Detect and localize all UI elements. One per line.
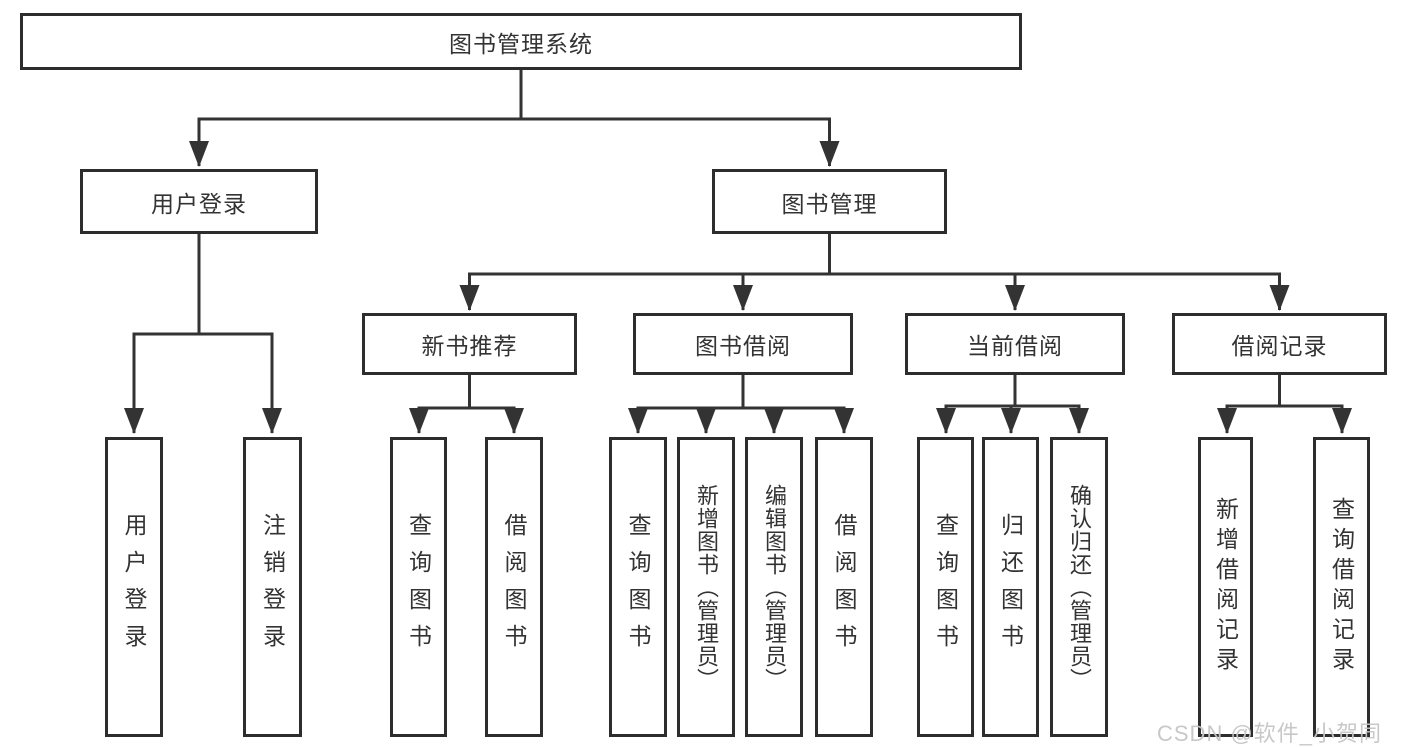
node-root: 图书管理系统 bbox=[20, 13, 1022, 70]
node-new-book-recommend: 新书推荐 bbox=[362, 313, 577, 375]
leaf-logout: 注销登录 bbox=[243, 437, 302, 737]
node-current-borrow: 当前借阅 bbox=[905, 313, 1125, 375]
node-book-borrow: 图书借阅 bbox=[633, 313, 853, 375]
node-user-login: 用户登录 bbox=[80, 169, 318, 234]
leaf-borrow-borrow-books: 借阅图书 bbox=[815, 437, 873, 737]
node-book-management: 图书管理 bbox=[712, 169, 947, 234]
leaf-user-login: 用户登录 bbox=[105, 437, 163, 737]
leaf-current-return-books: 归还图书 bbox=[982, 437, 1039, 737]
leaf-borrow-edit-books-admin: 编辑图书（管理员） bbox=[745, 437, 803, 737]
leaf-newrec-query-books: 查询图书 bbox=[390, 437, 447, 737]
leaf-records-add-record: 新增借阅记录 bbox=[1198, 437, 1253, 737]
node-borrow-records: 借阅记录 bbox=[1172, 313, 1387, 375]
leaf-current-confirm-return-admin: 确认归还（管理员） bbox=[1050, 437, 1108, 737]
leaf-borrow-add-books-admin: 新增图书（管理员） bbox=[677, 437, 735, 737]
leaf-borrow-query-books: 查询图书 bbox=[609, 437, 667, 737]
csdn-watermark: CSDN @软件_小贺同学 bbox=[1157, 721, 1383, 746]
leaf-records-query-record: 查询借阅记录 bbox=[1313, 437, 1370, 737]
leaf-current-query-books: 查询图书 bbox=[917, 437, 974, 737]
leaf-newrec-borrow-books: 借阅图书 bbox=[485, 437, 543, 737]
